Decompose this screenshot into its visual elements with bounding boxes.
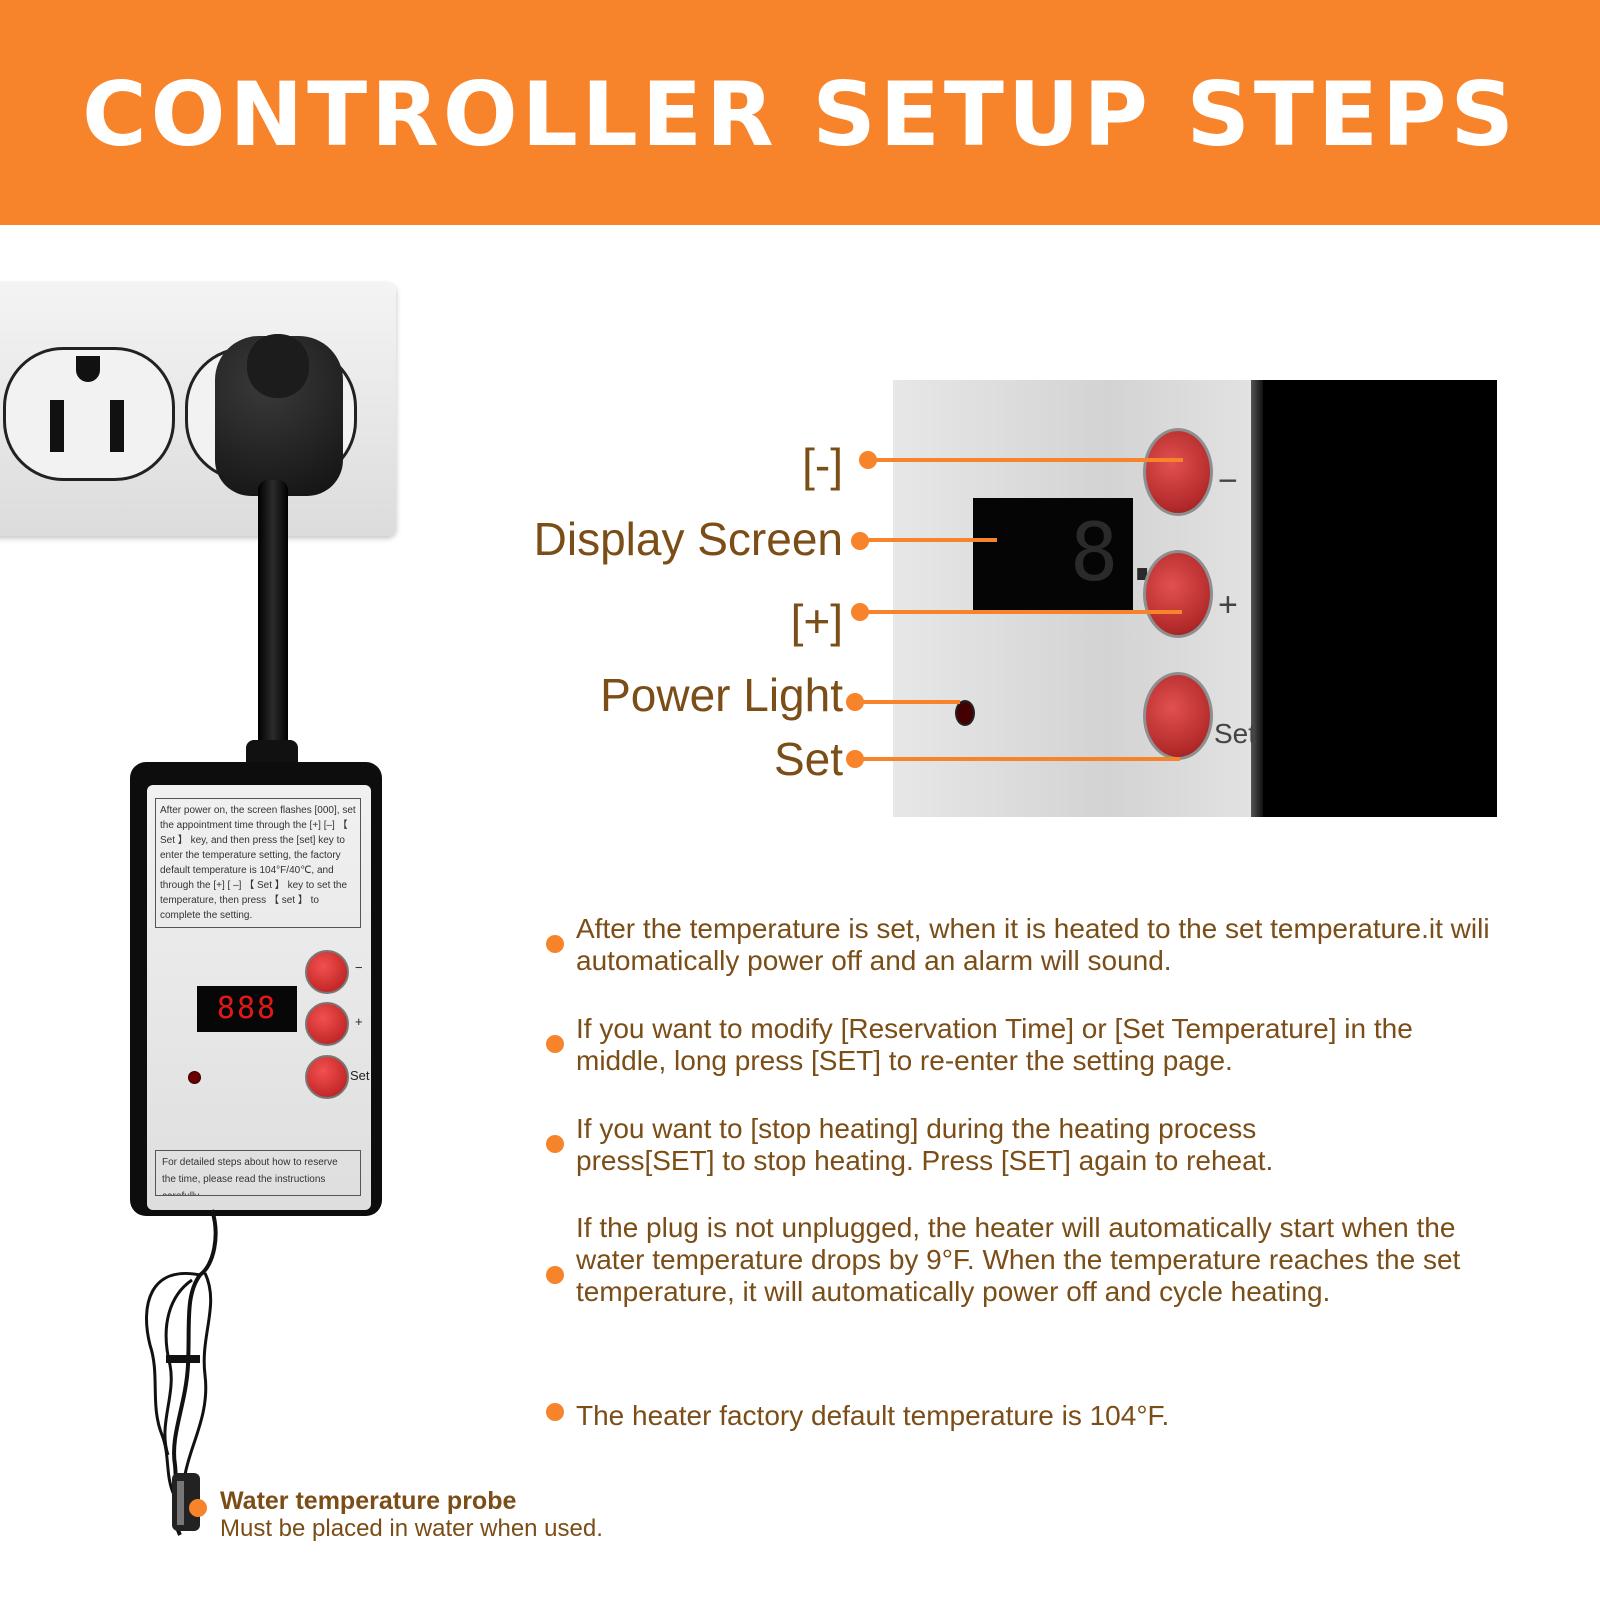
bullet-dot	[546, 1403, 564, 1421]
probe-subtitle: Must be placed in water when used.	[220, 1515, 603, 1542]
panel-minus-symbol: −	[1218, 462, 1238, 500]
panel-set-label: Set	[1214, 718, 1257, 749]
callout-plus: [+]	[790, 595, 843, 647]
header-banner: CONTROLLER SETUP STEPS	[0, 0, 1600, 225]
prong-slot-icon	[110, 400, 124, 452]
callout-line	[860, 610, 1182, 614]
panel-display-screen	[973, 498, 1133, 610]
panel-edge	[1251, 380, 1263, 817]
callout-line	[855, 757, 1180, 761]
outlet-socket-left	[3, 347, 175, 481]
controller-plus-label: +	[355, 1014, 363, 1029]
bullet-dot	[546, 1035, 564, 1053]
controller-instructions: After power on, the screen flashes [000]…	[155, 798, 361, 928]
controller-footer-note: For detailed steps about how to reserve …	[155, 1150, 361, 1196]
bullet-dot	[546, 1135, 564, 1153]
controller-display: 888	[197, 986, 297, 1032]
callout-line	[860, 538, 997, 542]
controller-set-label: Set	[350, 1068, 370, 1083]
callout-display-screen: Display Screen	[533, 513, 843, 565]
panel-plus-button[interactable]	[1143, 550, 1213, 638]
callout-line	[855, 700, 960, 704]
callout-line	[868, 458, 1183, 462]
controller-power-led	[188, 1071, 201, 1084]
bullet-item: If the plug is not unplugged, the heater…	[576, 1212, 1461, 1307]
controller-set-button[interactable]	[305, 1055, 349, 1099]
bullet-item: After the temperature is set, when it is…	[576, 913, 1490, 976]
panel-minus-button[interactable]	[1143, 428, 1213, 516]
panel-plus-symbol: +	[1218, 586, 1238, 624]
bullet-item: If you want to modify [Reservation Time]…	[576, 1013, 1413, 1076]
prong-slot-icon	[50, 400, 64, 452]
controller-minus-label: −	[355, 960, 363, 975]
callout-minus: [-]	[802, 439, 843, 491]
bullet-item: The heater factory default temperature i…	[576, 1400, 1170, 1431]
plug-top-icon	[247, 334, 309, 398]
panel-set-button[interactable]	[1143, 672, 1213, 760]
bullet-dot	[546, 935, 564, 953]
controller-minus-button[interactable]	[305, 950, 349, 994]
probe-title: Water temperature probe	[220, 1487, 517, 1515]
bullet-dot	[546, 1266, 564, 1284]
page-title: CONTROLLER SETUP STEPS	[82, 63, 1518, 166]
callout-power-light: Power Light	[600, 669, 843, 721]
controller-plus-button[interactable]	[305, 1002, 349, 1046]
ground-hole-icon	[76, 356, 100, 382]
probe-bullet-dot	[189, 1499, 207, 1517]
panel-power-led	[955, 700, 975, 726]
probe-cable-icon	[145, 1209, 218, 1536]
power-cord	[258, 480, 288, 770]
bullet-item: If you want to [stop heating] during the…	[576, 1113, 1274, 1176]
callout-set: Set	[773, 733, 843, 785]
